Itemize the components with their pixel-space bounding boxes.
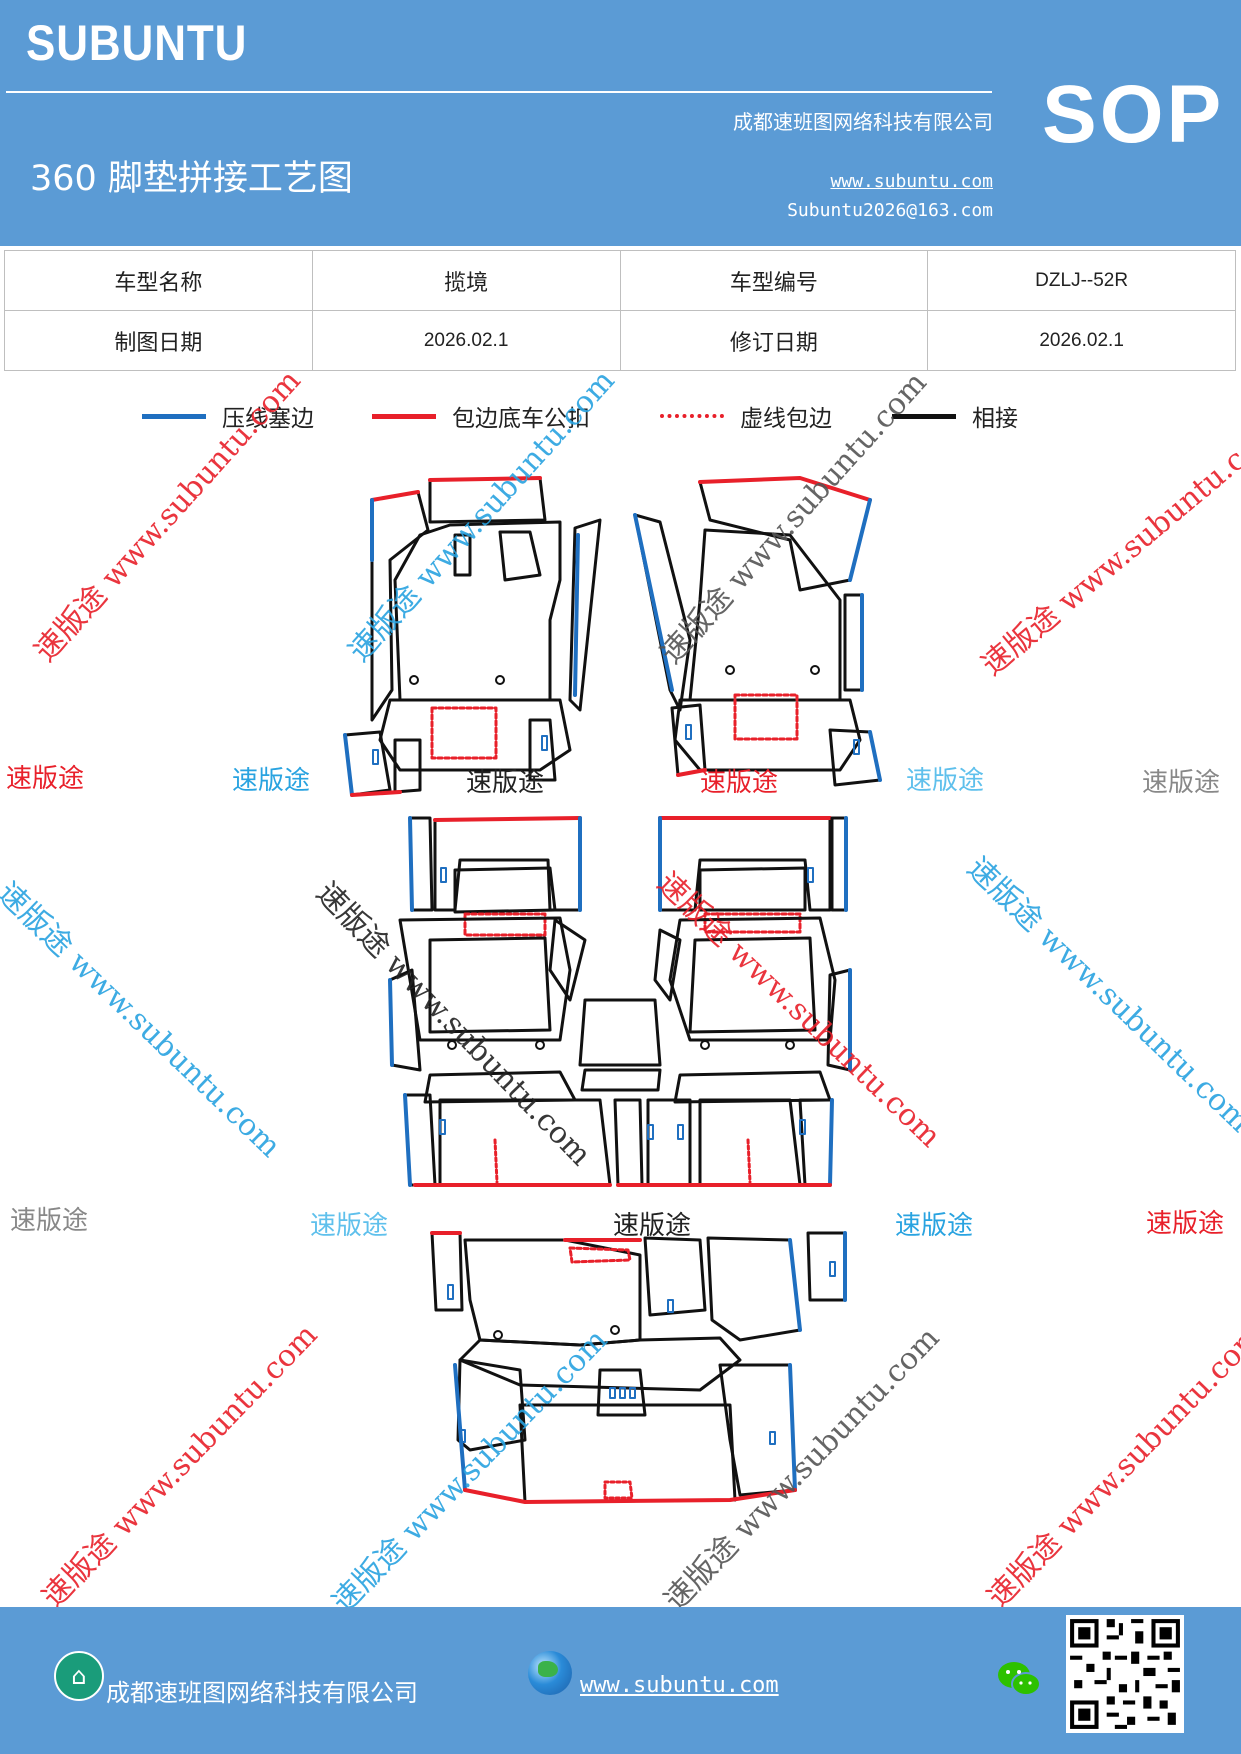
draw-date-label: 制图日期 xyxy=(4,310,313,371)
front-left-mat xyxy=(343,476,602,797)
draw-date-value: 2026.02.1 xyxy=(311,310,621,371)
revise-date-value: 2026.02.1 xyxy=(927,310,1236,371)
watermark: 速版途 xyxy=(1142,768,1221,798)
legend-item-joint: 相接 xyxy=(892,396,1018,436)
rear-trunk-mats xyxy=(430,1231,847,1504)
footer-website-link[interactable]: www.subuntu.com xyxy=(580,1673,779,1698)
header-company: 成都速班图网络科技有限公司 xyxy=(733,110,993,134)
middle-row-mats xyxy=(388,816,852,1187)
footer-company: 成都速班图网络科技有限公司 xyxy=(106,1679,418,1707)
legend-swatch-red xyxy=(372,413,436,419)
watermark: 速版途 xyxy=(10,1206,89,1236)
watermark: 速版途 xyxy=(1146,1209,1225,1239)
watermark: 速版途 xyxy=(466,768,545,798)
page-title: 360 脚垫拼接工艺图 xyxy=(30,159,353,199)
footer: ⌂ 成都速班图网络科技有限公司 www.subuntu.com xyxy=(0,1607,1241,1754)
model-code-label: 车型编号 xyxy=(619,250,929,311)
watermark: 速版途 xyxy=(700,768,779,798)
legend-swatch-red-dotted xyxy=(660,414,724,418)
watermark: 速版途 xyxy=(6,764,85,794)
watermark: 速版途 xyxy=(232,766,311,796)
model-name-value: 揽境 xyxy=(311,250,621,311)
model-code-value: DZLJ--52R xyxy=(927,250,1236,311)
watermark: 速版途 xyxy=(906,766,985,796)
globe-icon xyxy=(528,1651,572,1695)
legend-item-edge-buckle: 包边底车公扣 xyxy=(372,396,590,436)
legend-item-dotted-edge: 虚线包边 xyxy=(660,396,832,436)
qr-code xyxy=(1066,1615,1184,1733)
brand-logo: SUBUNTU xyxy=(26,15,248,71)
wechat-icon[interactable] xyxy=(996,1659,1042,1699)
header-divider xyxy=(6,91,992,93)
header: SUBUNTU 360 脚垫拼接工艺图 成都速班图网络科技有限公司 www.su… xyxy=(0,0,1241,246)
legend-swatch-blue xyxy=(142,413,206,419)
header-website-link[interactable]: www.subuntu.com xyxy=(830,171,993,192)
watermark: 速版途 xyxy=(895,1211,974,1241)
front-right-mat xyxy=(633,476,882,787)
header-email[interactable]: Subuntu2026@163.com xyxy=(787,200,993,221)
legend-swatch-black xyxy=(892,413,956,419)
floor-mat-diagram xyxy=(343,476,882,1504)
sop-badge: SOP xyxy=(1042,69,1225,160)
revise-date-label: 修订日期 xyxy=(619,310,929,371)
vehicle-info-table: 车型名称 揽境 车型编号 DZLJ--52R 制图日期 2026.02.1 修订… xyxy=(4,250,1236,371)
watermark: 速版途 xyxy=(613,1211,692,1241)
model-name-label: 车型名称 xyxy=(4,250,313,311)
watermark: 速版途 xyxy=(310,1211,389,1241)
legend-item-press-line: 压线塞边 xyxy=(142,396,314,436)
house-icon: ⌂ xyxy=(54,1651,104,1701)
legend: 压线塞边 包边底车公扣 虚线包边 相接 xyxy=(0,396,1241,436)
